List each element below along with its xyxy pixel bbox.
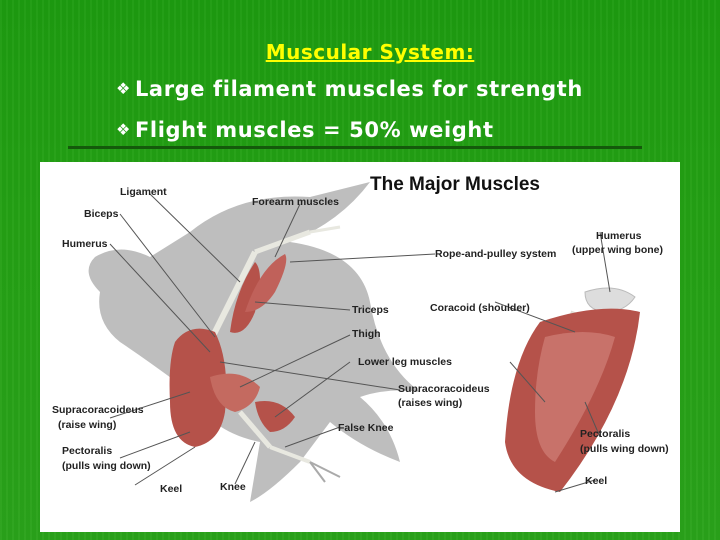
label-false-knee: False Knee <box>338 422 394 434</box>
label-pectoralis-left-note: (pulls wing down) <box>62 460 151 472</box>
label-rope-pulley: Rope-and-pulley system <box>435 248 557 260</box>
label-humerus-left: Humerus <box>62 238 108 250</box>
diagram-title: The Major Muscles <box>370 174 540 195</box>
label-pectoralis-right: Pectoralis <box>580 428 631 440</box>
label-coracoid: Coracoid (shoulder) <box>430 302 530 314</box>
label-humerus-right-note: (upper wing bone) <box>572 244 663 256</box>
label-forearm-muscles: Forearm muscles <box>252 196 339 208</box>
label-humerus-right: Humerus <box>596 230 642 242</box>
label-thigh: Thigh <box>352 328 381 340</box>
label-pectoralis-left: Pectoralis <box>62 445 113 457</box>
label-supracoracoideus-right: Supracoracoideus <box>398 383 490 395</box>
label-supracoracoideus-left: Supracoracoideus <box>52 404 144 416</box>
muscle-diagram-drawing <box>88 182 640 502</box>
label-supracoracoideus-left-note: (raise wing) <box>58 419 117 431</box>
divider-line <box>68 146 642 149</box>
label-supracoracoideus-right-note: (raises wing) <box>398 397 463 409</box>
label-ligament: Ligament <box>120 186 167 198</box>
label-keel-right: Keel <box>585 475 608 487</box>
label-triceps: Triceps <box>352 304 389 316</box>
label-biceps: Biceps <box>84 208 119 220</box>
muscle-diagram: The Major Muscles Ligament Forearm muscl… <box>40 162 680 532</box>
label-knee: Knee <box>220 481 246 493</box>
bullet-item: ❖Flight muscles = 50% weight <box>116 118 494 142</box>
label-lower-leg-muscles: Lower leg muscles <box>358 356 452 368</box>
bullet-text: Flight muscles = 50% weight <box>134 118 494 142</box>
diamond-bullet-icon: ❖ <box>116 120 131 139</box>
diamond-bullet-icon: ❖ <box>116 79 131 98</box>
label-keel-left: Keel <box>160 483 183 495</box>
slide-title: Muscular System: <box>265 40 475 64</box>
bullet-text: Large filament muscles for strength <box>134 77 583 101</box>
bullet-item: ❖Large filament muscles for strength <box>116 77 583 101</box>
label-pectoralis-right-note: (pulls wing down) <box>580 443 669 455</box>
